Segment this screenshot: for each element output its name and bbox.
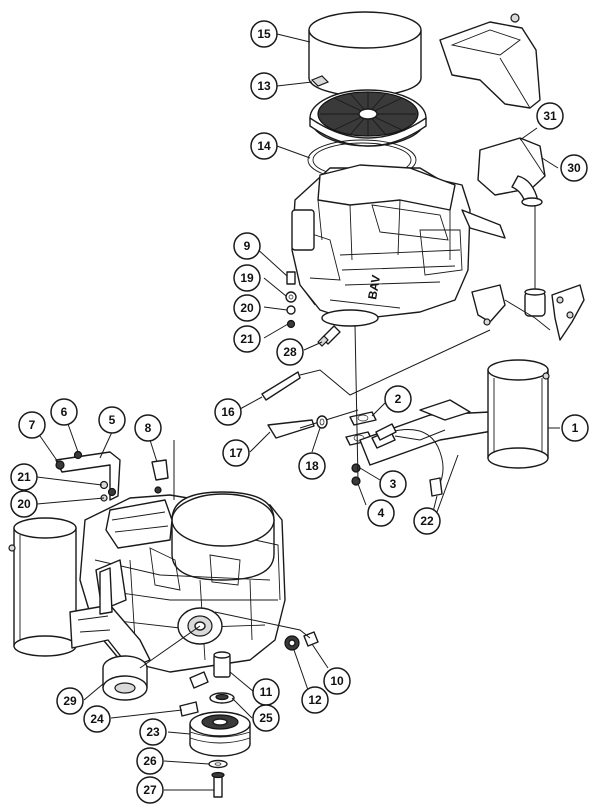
callout-21-lower-label: 21 bbox=[17, 470, 31, 484]
air-filter-element bbox=[308, 11, 422, 97]
callout-22: 22 bbox=[413, 507, 441, 535]
spark-plug bbox=[317, 325, 341, 347]
callout-25-label: 25 bbox=[259, 711, 273, 725]
callout-13: 13 bbox=[250, 72, 278, 100]
callout-1-label: 1 bbox=[572, 421, 579, 435]
air-intake-elbow bbox=[477, 137, 546, 207]
wire-connector bbox=[189, 671, 209, 689]
bolt-clip bbox=[151, 459, 169, 494]
callout-24: 24 bbox=[83, 705, 111, 733]
pulley-bolt bbox=[211, 771, 225, 798]
callout-6-label: 6 bbox=[61, 405, 68, 419]
leader-lines bbox=[36, 33, 560, 791]
callout-18-label: 18 bbox=[305, 459, 319, 473]
breather-fitting bbox=[524, 288, 546, 317]
callout-20-upper-label: 20 bbox=[240, 301, 254, 315]
bracket-hardware-right bbox=[551, 284, 585, 341]
muffler bbox=[487, 359, 550, 469]
callout-21-lower: 21 bbox=[10, 463, 38, 491]
callout-13-label: 13 bbox=[257, 79, 271, 93]
callout-27: 27 bbox=[136, 776, 164, 804]
callout-30: 30 bbox=[560, 154, 588, 182]
drain-fitting bbox=[284, 631, 319, 651]
fuel-line bbox=[261, 329, 491, 401]
callout-27-label: 27 bbox=[143, 783, 157, 797]
callout-22-label: 22 bbox=[420, 514, 434, 528]
callout-20-lower-label: 20 bbox=[17, 497, 31, 511]
callout-8: 8 bbox=[134, 414, 162, 442]
callout-20-upper: 20 bbox=[233, 294, 261, 322]
callout-3-label: 3 bbox=[390, 477, 397, 491]
callout-6: 6 bbox=[50, 398, 78, 426]
mounting-bracket bbox=[55, 450, 121, 501]
callout-7: 7 bbox=[18, 411, 46, 439]
callout-10: 10 bbox=[323, 667, 351, 695]
callout-15-label: 15 bbox=[257, 27, 271, 41]
clutch-connector bbox=[179, 701, 199, 717]
fuel-hose bbox=[267, 409, 359, 439]
callout-17: 17 bbox=[222, 439, 250, 467]
left-muffler bbox=[8, 517, 77, 657]
callout-14: 14 bbox=[250, 132, 278, 160]
grommet bbox=[316, 415, 328, 429]
callout-23: 23 bbox=[139, 718, 167, 746]
callout-28: 28 bbox=[276, 338, 304, 366]
callout-12: 12 bbox=[301, 686, 329, 714]
callout-21-upper: 21 bbox=[233, 325, 261, 353]
callout-24-label: 24 bbox=[90, 712, 104, 726]
callout-31: 31 bbox=[536, 102, 564, 130]
callout-9-label: 9 bbox=[244, 239, 251, 253]
callout-31-label: 31 bbox=[543, 109, 557, 123]
callout-5-label: 5 bbox=[109, 413, 116, 427]
callout-16-label: 16 bbox=[221, 405, 235, 419]
callout-5: 5 bbox=[98, 406, 126, 434]
callout-10-label: 10 bbox=[330, 674, 344, 688]
engine-upper-housing: BAV bbox=[291, 164, 506, 327]
callout-15: 15 bbox=[250, 20, 278, 48]
clutch-washer bbox=[209, 692, 235, 704]
callout-4-label: 4 bbox=[378, 506, 385, 520]
callout-23-label: 23 bbox=[146, 725, 160, 739]
callout-1: 1 bbox=[561, 414, 589, 442]
filter-clip bbox=[310, 75, 330, 87]
callout-30-label: 30 bbox=[567, 161, 581, 175]
callout-25: 25 bbox=[252, 704, 280, 732]
callout-4: 4 bbox=[367, 499, 395, 527]
callout-2: 2 bbox=[384, 385, 412, 413]
callout-21-upper-label: 21 bbox=[240, 332, 254, 346]
callout-7-label: 7 bbox=[29, 418, 36, 432]
callout-29: 29 bbox=[56, 687, 84, 715]
callout-11: 11 bbox=[252, 678, 280, 706]
engine-lower-body bbox=[79, 491, 286, 673]
exhaust-nuts bbox=[351, 463, 361, 486]
callout-3: 3 bbox=[379, 470, 407, 498]
callout-18: 18 bbox=[298, 452, 326, 480]
intake-duct-upper bbox=[439, 13, 541, 109]
callout-17-label: 17 bbox=[229, 446, 243, 460]
throttle-linkage bbox=[471, 284, 551, 331]
spacer-stack bbox=[285, 271, 297, 329]
callout-20-lower: 20 bbox=[10, 490, 38, 518]
callout-14-label: 14 bbox=[257, 139, 271, 153]
oil-filter bbox=[102, 655, 148, 701]
callout-19: 19 bbox=[233, 264, 261, 292]
callout-28-label: 28 bbox=[283, 345, 297, 359]
engine-decal: BAV bbox=[365, 274, 383, 301]
callout-12-label: 12 bbox=[308, 693, 322, 707]
clutch-pulley bbox=[189, 711, 251, 757]
oxygen-sensor-lead bbox=[375, 423, 444, 497]
callout-11-label: 11 bbox=[260, 685, 273, 699]
callout-26: 26 bbox=[136, 747, 164, 775]
pulley-washer bbox=[208, 759, 228, 769]
callout-19-label: 19 bbox=[240, 271, 254, 285]
callout-26-label: 26 bbox=[143, 754, 157, 768]
callout-29-label: 29 bbox=[63, 694, 77, 708]
shaft-coupler bbox=[213, 651, 231, 678]
callout-2-label: 2 bbox=[395, 392, 402, 406]
air-cleaner-base bbox=[309, 89, 427, 147]
callout-8-label: 8 bbox=[145, 421, 152, 435]
callout-16: 16 bbox=[214, 398, 242, 426]
callout-9: 9 bbox=[233, 232, 261, 260]
